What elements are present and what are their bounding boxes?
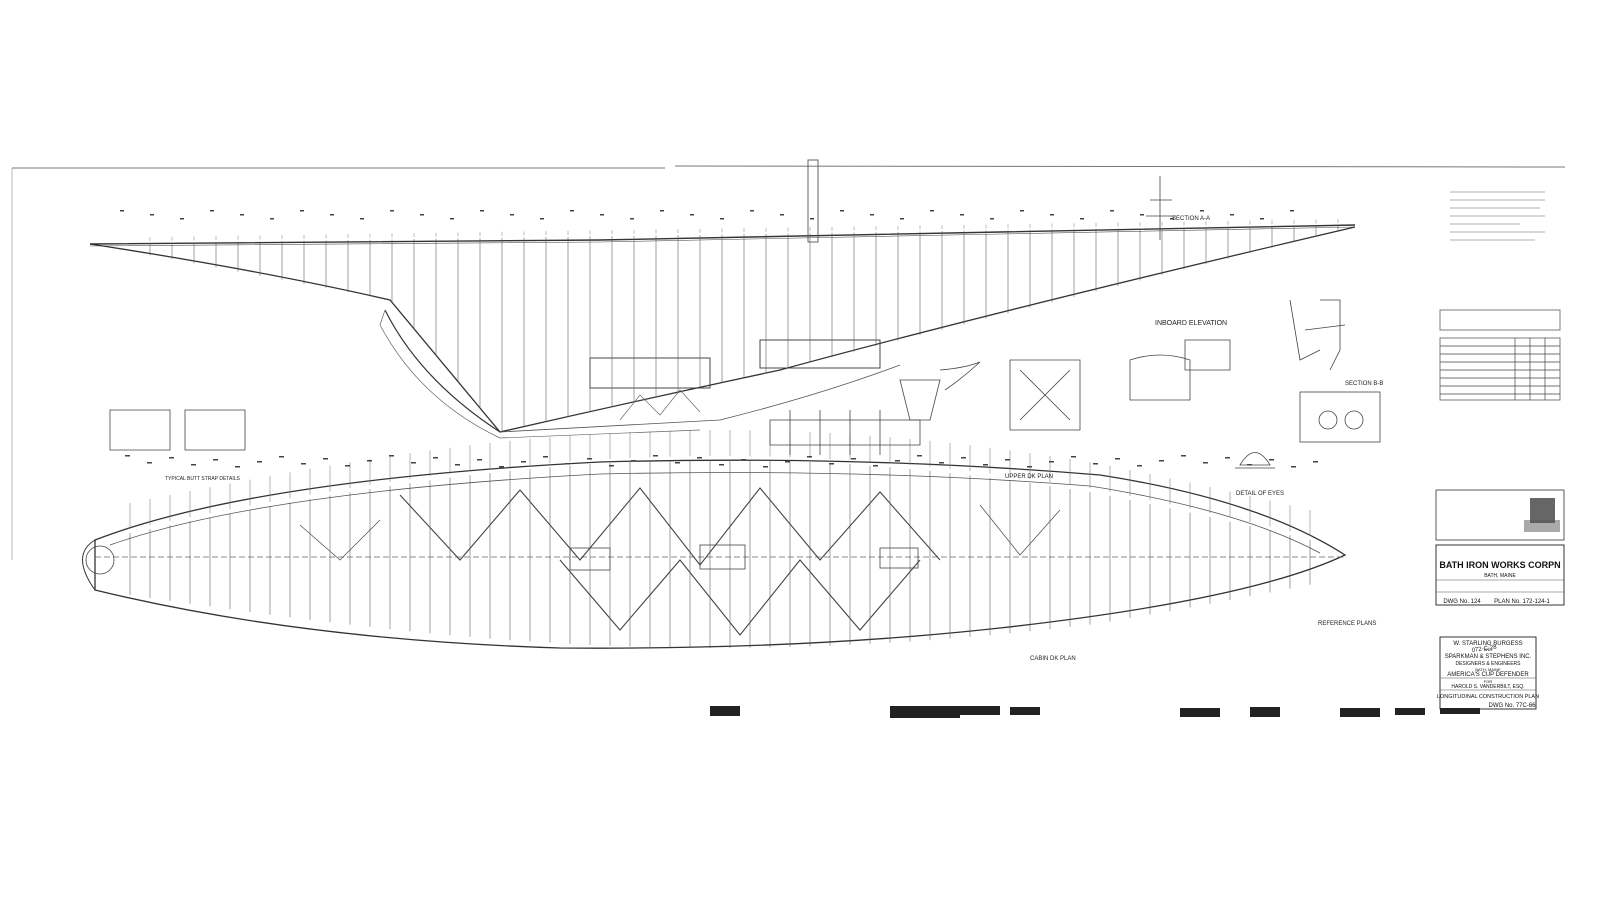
plan-title: LONGITUDINAL CONSTRUCTION PLAN xyxy=(1437,694,1539,700)
builder-name: BATH IRON WORKS CORPN xyxy=(1439,560,1560,570)
inboard-elevation-label: INBOARD ELEVATION xyxy=(1155,320,1227,327)
designer-line-2: AND xyxy=(1484,647,1493,652)
builder-location: BATH, MAINE xyxy=(1484,573,1516,579)
schedule-tables xyxy=(1439,309,1561,401)
owner-prefix: FOR xyxy=(1484,679,1493,684)
general-notes xyxy=(1450,191,1545,241)
inboard-elevation-view xyxy=(89,159,1356,439)
scan-artifacts xyxy=(710,706,1480,718)
dwg-number: DWG No. 124 xyxy=(1443,599,1481,605)
section-a-label: SECTION A-A xyxy=(1172,216,1210,222)
designer-line-3: SPARKMAN & STEPHENS INC. xyxy=(1445,654,1532,660)
designer-line-5: BATH, MAINE xyxy=(1475,667,1501,672)
butt-strap-label: TYPICAL BUTT STRAP DETAILS xyxy=(165,476,240,482)
deck-plan-view xyxy=(82,430,1347,649)
archive-number: DWG No. 77C-66 xyxy=(1488,703,1536,709)
plan-number: PLAN No. 172-124-1 xyxy=(1494,599,1550,605)
detail-eyes-label: DETAIL OF EYES xyxy=(1236,491,1284,497)
project-name: AMERICA'S CUP DEFENDER xyxy=(1447,672,1529,678)
designer-line-4: DESIGNERS & ENGINEERS xyxy=(1455,661,1521,667)
section-details xyxy=(109,176,1381,469)
designer-line-1: W. STARLING BURGESS xyxy=(1453,641,1522,647)
reference-plans-label: REFERENCE PLANS xyxy=(1318,621,1376,627)
cabin-deck-plan-label: CABIN DK PLAN xyxy=(1030,656,1076,662)
owner-name: HAROLD S. VANDERBILT, ESQ. xyxy=(1451,684,1524,690)
handwritten-note: 072-C-28 xyxy=(1471,644,1497,654)
upper-deck-plan-label: UPPER DK PLAN xyxy=(1005,474,1053,480)
section-b-label: SECTION B-B xyxy=(1345,381,1383,387)
title-block xyxy=(1435,489,1565,710)
